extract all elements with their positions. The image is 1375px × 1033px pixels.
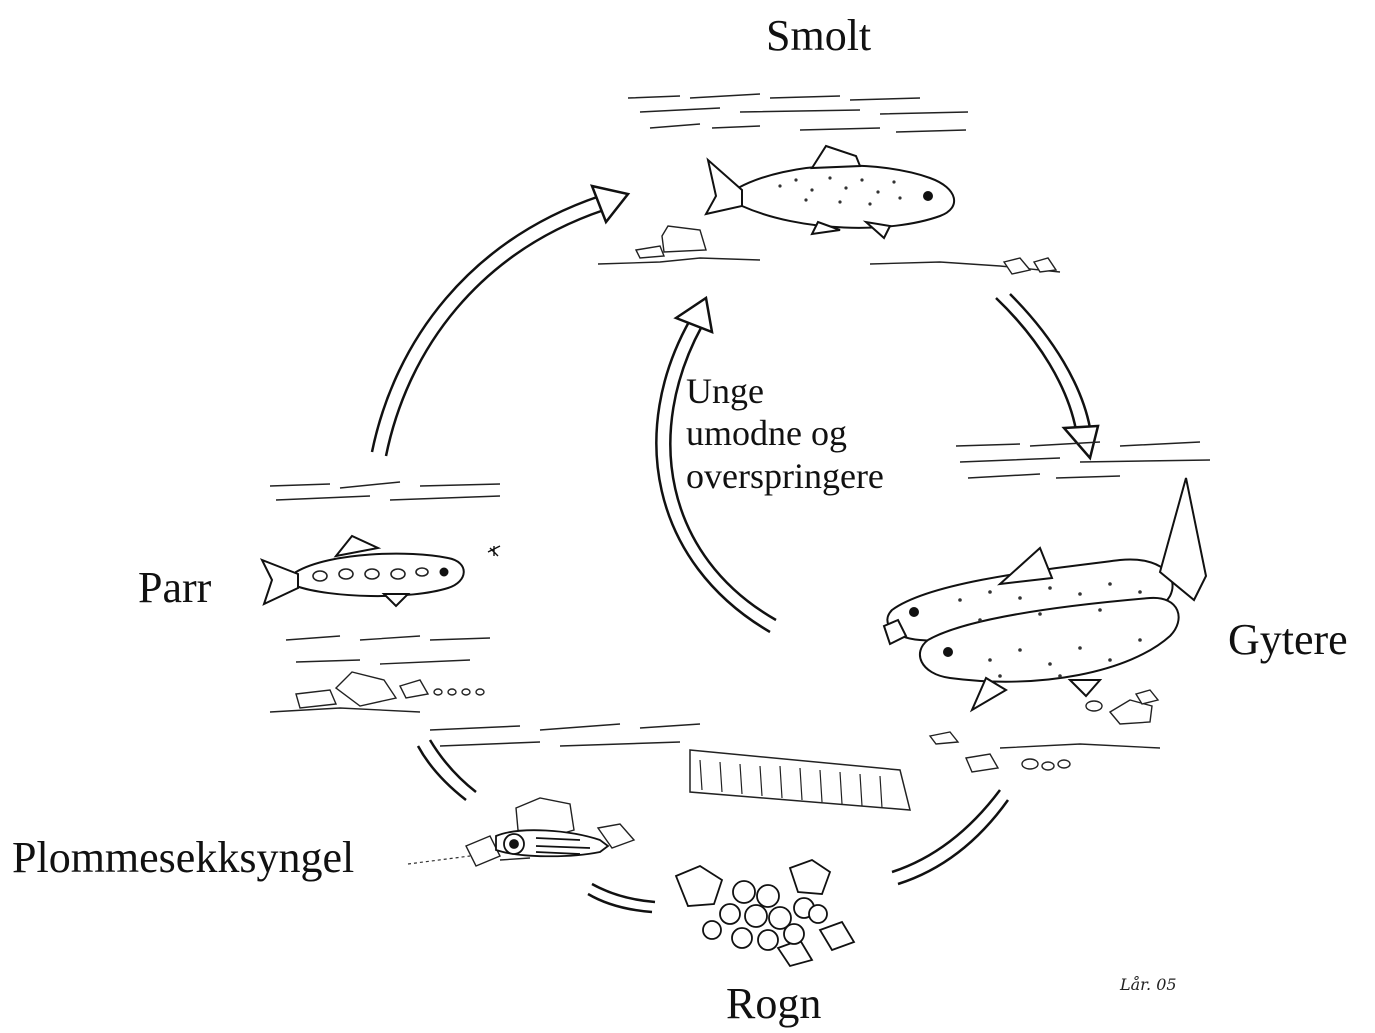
parr-water-surface <box>270 482 500 500</box>
rogn-egg-cluster-icon <box>676 860 854 966</box>
parr-fish-icon <box>262 536 464 606</box>
arrow-gytere-to-rogn <box>892 790 1008 884</box>
gytere-riverbed <box>930 690 1160 772</box>
gytere-fish-pair-icon <box>884 478 1206 710</box>
label-gytere: Gytere <box>1228 618 1348 662</box>
parr-insect-icon <box>488 546 500 556</box>
inner-cycle-line-2: umodne og <box>686 412 946 454</box>
smolt-water-surface <box>628 94 968 132</box>
parr-riverbed <box>270 636 490 712</box>
alevin-fish-icon <box>496 830 608 856</box>
arrow-smolt-to-gytere <box>996 294 1098 458</box>
arrow-rogn-to-plomme <box>588 884 655 912</box>
inner-cycle-line-3: overspringere <box>686 455 946 497</box>
label-parr: Parr <box>138 566 211 610</box>
arrow-plomme-to-parr <box>418 740 476 800</box>
label-rogn: Rogn <box>726 982 821 1026</box>
smolt-riverbed <box>598 226 1060 274</box>
rogn-water-surface <box>430 724 910 810</box>
label-plommesekksyngel: Plommesekksyngel <box>12 836 354 880</box>
artist-signature: Lår. 05 <box>1120 975 1177 994</box>
label-inner-cycle: Unge umodne og overspringere <box>686 370 946 497</box>
arrow-parr-to-smolt <box>372 186 628 456</box>
label-smolt: Smolt <box>766 14 871 58</box>
smolt-fish-icon <box>706 146 954 238</box>
plomme-leader-line <box>408 856 470 864</box>
inner-cycle-line-1: Unge <box>686 370 946 412</box>
